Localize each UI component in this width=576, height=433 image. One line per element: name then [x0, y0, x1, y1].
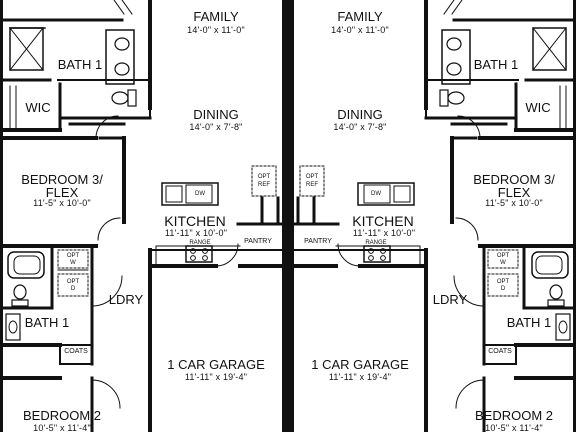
- room-label-kitchen-left: KITCHEN: [164, 213, 226, 229]
- unit-right-walls: [292, 0, 576, 432]
- room-dim-bedroom2-right: 10'-5" x 11'-4": [485, 423, 543, 433]
- room-dim-kitchen-right: 11'-11" x 10'-0": [352, 228, 416, 238]
- room-label-bath-upper-right: BATH 1: [473, 57, 519, 72]
- dw-label-left: DW: [195, 191, 205, 197]
- room-label-wic-left: WIC: [25, 100, 51, 115]
- room-label-dining-right: DINING: [337, 107, 383, 122]
- room-dim-family-left: 14'-0" x 11'-0": [187, 25, 245, 35]
- room-label-bath-lower-right: BATH 1: [506, 315, 552, 330]
- room-label-kitchen-right: KITCHEN: [352, 213, 414, 229]
- opt-w-label-left-2: W: [70, 260, 76, 266]
- room-label-bedroom3-right-line2: FLEX: [497, 185, 531, 200]
- room-label-family-left: FAMILY: [193, 9, 239, 24]
- room-dim-bedroom3-left: 11'-5" x 10'-0": [33, 198, 91, 208]
- room-label-bedroom2-left: BEDROOM 2: [22, 408, 101, 423]
- opt-d-label-left-1: OPT: [66, 279, 80, 285]
- room-label-bedroom3-right-line1: BEDROOM 3/: [473, 172, 555, 187]
- room-dim-bedroom2-left: 10'-5" x 11'-4": [33, 423, 91, 433]
- opt-d-label-right-2: D: [500, 286, 506, 292]
- room-label-bedroom2-right: BEDROOM 2: [474, 408, 553, 423]
- room-dim-bedroom3-right: 11'-5" x 10'-0": [485, 198, 543, 208]
- opt-ref-label-right-1: OPT: [305, 174, 319, 180]
- pantry-label-left: PANTRY: [244, 238, 272, 245]
- room-label-bath-upper-left: BATH 1: [57, 57, 103, 72]
- room-dim-garage-left: 11'-11" x 19'-4": [184, 372, 248, 382]
- coats-label-left: COATS: [64, 348, 88, 355]
- opt-ref-label-right-2: REF: [306, 182, 318, 188]
- coats-label-right: COATS: [488, 348, 512, 355]
- room-label-ldry-left: LDRY: [108, 292, 144, 307]
- room-label-bedroom3-left-line1: BEDROOM 3/: [21, 172, 103, 187]
- room-label-garage-left: 1 CAR GARAGE: [167, 357, 265, 372]
- opt-w-label-left-1: OPT: [66, 253, 80, 259]
- range-label-left: RANGE: [189, 240, 211, 246]
- party-wall: [282, 0, 294, 432]
- opt-ref-label-left-1: OPT: [257, 174, 271, 180]
- room-label-wic-right: WIC: [525, 100, 551, 115]
- room-dim-dining-left: 14'-0" x 7'-8": [189, 122, 243, 132]
- opt-d-label-left-2: D: [70, 286, 76, 292]
- room-dim-dining-right: 14'-0" x 7'-8": [333, 122, 387, 132]
- room-dim-family-right: 14'-0" x 11'-0": [331, 25, 389, 35]
- opt-w-label-right-1: OPT: [496, 253, 510, 259]
- room-dim-garage-right: 11'-11" x 19'-4": [328, 372, 392, 382]
- opt-d-label-right-1: OPT: [496, 279, 510, 285]
- room-label-family-right: FAMILY: [337, 9, 383, 24]
- room-label-dining-left: DINING: [193, 107, 239, 122]
- room-dim-kitchen-left: 11'-11" x 10'-0": [164, 228, 228, 238]
- room-label-bedroom3-left-line2: FLEX: [45, 185, 79, 200]
- dw-label-right: DW: [371, 191, 381, 197]
- unit-left-walls: [0, 0, 284, 432]
- room-label-ldry-right: LDRY: [432, 292, 468, 307]
- range-label-right: RANGE: [365, 240, 387, 246]
- room-label-garage-right: 1 CAR GARAGE: [311, 357, 409, 372]
- opt-w-label-right-2: W: [500, 260, 506, 266]
- opt-ref-label-left-2: REF: [258, 182, 270, 188]
- room-label-bath-lower-left: BATH 1: [24, 315, 70, 330]
- pantry-label-right: PANTRY: [304, 238, 332, 245]
